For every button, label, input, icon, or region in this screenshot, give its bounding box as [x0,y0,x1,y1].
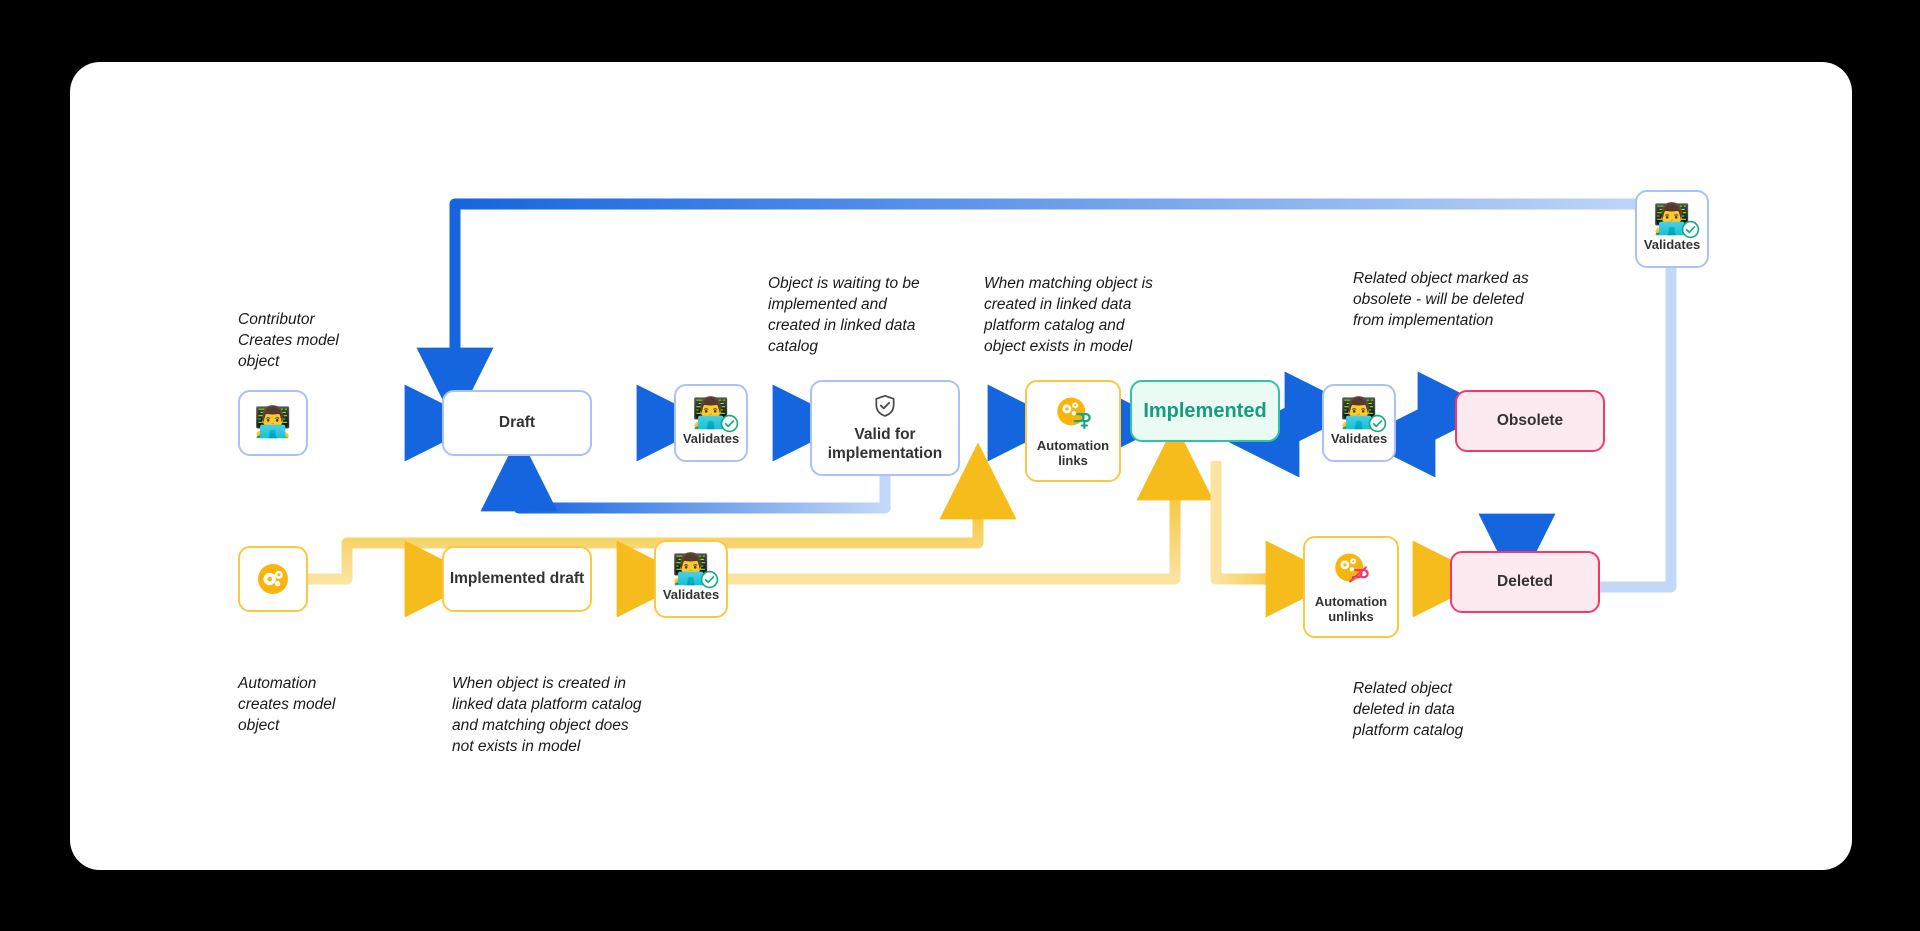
node-validates-4-label: Validates [662,587,720,603]
note-automation: Automation creates model object [238,675,336,734]
node-validates-3[interactable]: 👨‍💻 Validates [1635,190,1709,268]
automation-gears-icon [258,564,288,594]
edge-valid-back-to-draft [480,434,891,514]
note-valid-for-implementation: Object is waiting to be implemented and … [768,275,920,355]
node-implemented-label: Implemented [1143,399,1267,422]
node-validates-2[interactable]: 👨‍💻 Validates [1322,384,1396,462]
note-automation-links: When matching object is created in linke… [984,275,1153,355]
node-draft-label: Draft [498,414,536,432]
check-circle-icon [720,414,738,433]
edge-implemented-to-automation-unlinks [1210,461,1343,618]
node-validates-3-label: Validates [1643,237,1701,253]
edge-automation-to-automation-links [307,442,1017,585]
note-obsolete: Related object marked as obsolete - will… [1353,270,1529,329]
edge-deleted-to-validates3 [1588,267,1677,593]
node-contributor[interactable]: 👨‍💻 [238,390,308,456]
node-implemented-draft[interactable]: Implemented draft [442,546,592,612]
automation-unlink-icon [1335,553,1369,583]
node-obsolete-label: Obsolete [1496,412,1564,429]
person-validates-icon: 👨‍💻 [1340,399,1386,433]
person-validates-icon: 👨‍💻 [1653,205,1699,239]
person-validates-icon: 👨‍💻 [672,555,718,589]
note-implemented-draft: When object is created in linked data pl… [452,675,642,755]
edge-validates4-to-implemented [728,423,1214,585]
node-validates-4[interactable]: 👨‍💻 Validates [654,540,728,618]
person-with-laptop-icon: 👨‍💻 [254,406,292,439]
node-deleted-label: Deleted [1497,573,1553,590]
automation-link-icon [1057,397,1091,429]
check-circle-icon [1368,414,1386,433]
node-automation-links[interactable]: Automation links [1025,380,1121,482]
node-automation-unlinks-label: Automation unlinks [1314,593,1388,624]
node-validates-1-label: Validates [682,431,740,447]
shield-check-icon [875,394,895,417]
diagram-layer: 👨‍💻 Draft 👨‍💻 Validates Valid for implem… [70,62,1852,870]
node-implemented[interactable]: Implemented [1130,380,1280,442]
node-valid-for-implementation-label: Valid for implementation [827,425,943,462]
node-deleted[interactable]: Deleted [1450,551,1600,613]
person-validates-icon: 👨‍💻 [692,399,738,433]
node-valid-for-implementation[interactable]: Valid for implementation [810,380,960,476]
check-circle-icon [700,570,718,589]
note-contributor: Contributor Creates model object [238,311,339,370]
node-automation-unlinks[interactable]: Automation unlinks [1303,536,1399,638]
node-validates-1[interactable]: 👨‍💻 Validates [674,384,748,462]
node-automation-links-label: Automation links [1036,437,1110,468]
edge-validates3-to-draft [416,198,1671,425]
node-implemented-draft-label: Implemented draft [449,570,585,588]
node-validates-2-label: Validates [1330,431,1388,447]
diagram-canvas: 👨‍💻 Draft 👨‍💻 Validates Valid for implem… [70,62,1852,870]
edge-layer [307,198,1677,618]
check-circle-icon [1681,220,1699,239]
node-automation[interactable] [238,546,308,612]
node-draft[interactable]: Draft [442,390,592,456]
node-obsolete[interactable]: Obsolete [1455,390,1605,452]
note-automation-unlinks: Related object deleted in data platform … [1353,680,1464,739]
